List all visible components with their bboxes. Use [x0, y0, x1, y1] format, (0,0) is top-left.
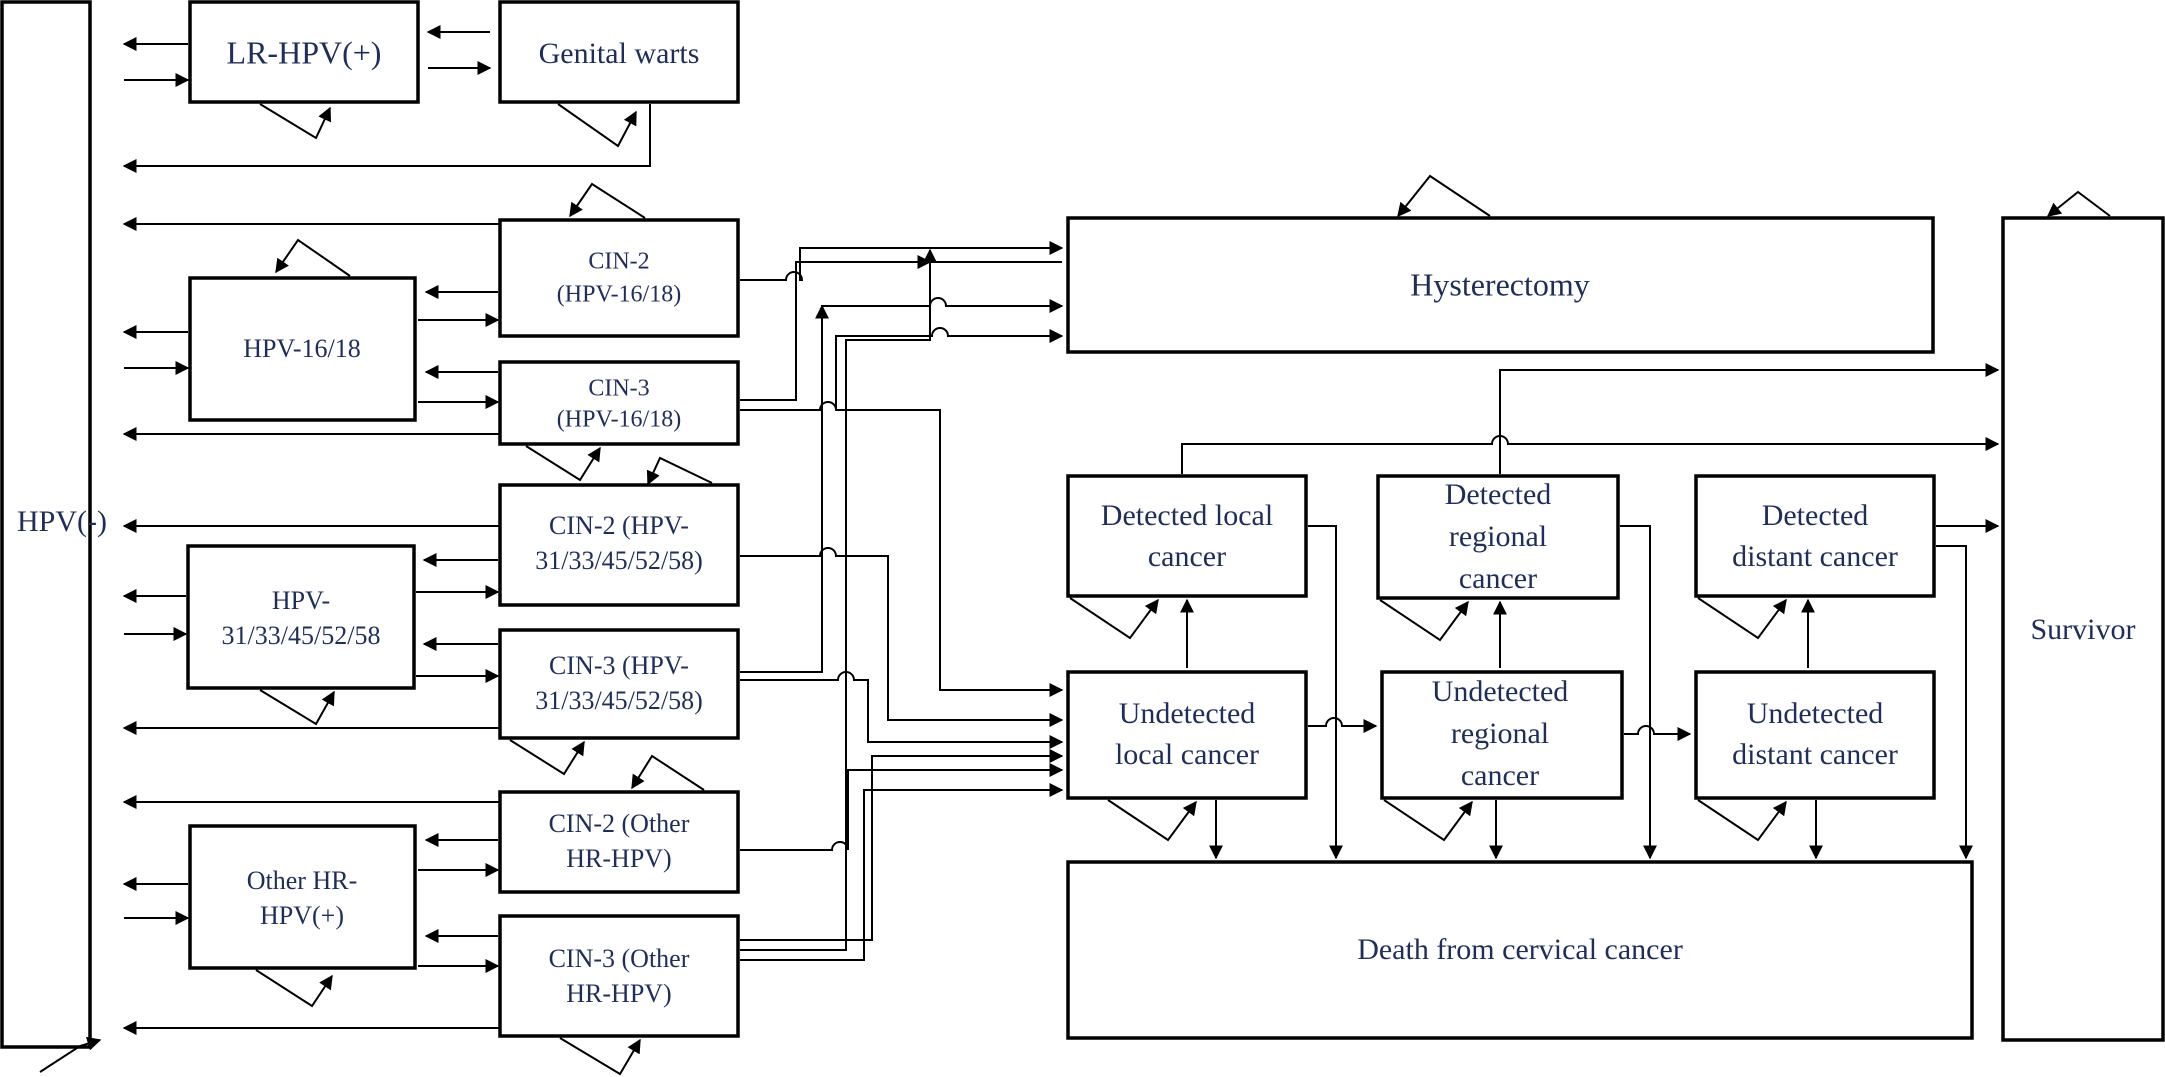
- state-cin2-hpv-16-18: CIN-2 (HPV-16/18): [498, 218, 740, 338]
- state-label-line: regional: [1449, 520, 1547, 553]
- state-label-line: 31/33/45/52/58: [222, 621, 381, 650]
- state-cin2-other-hr: CIN-2 (Other HR-HPV): [498, 790, 740, 894]
- state-label-line: CIN-3 (HPV-: [549, 651, 689, 680]
- state-label-line: local cancer: [1115, 738, 1259, 771]
- state-other-hr-hpv: Other HR- HPV(+): [188, 824, 417, 970]
- state-label-line: CIN-2 (HPV-: [549, 511, 689, 540]
- state-label-line: distant cancer: [1732, 540, 1898, 573]
- state-label-line: (HPV-16/18): [557, 282, 681, 308]
- state-label-line: Other HR-: [247, 866, 357, 895]
- state-cin3-hpv-31: CIN-3 (HPV- 31/33/45/52/58): [498, 628, 740, 740]
- state-undetected-local-cancer: Undetected local cancer: [1066, 670, 1308, 800]
- state-label-line: Detected local: [1101, 499, 1273, 532]
- cin-to-cancer-routing-lines: [740, 241, 1064, 961]
- state-label-line: CIN-3: [588, 376, 649, 402]
- state-hysterectomy: Hysterectomy: [1066, 216, 1935, 354]
- state-label-line: CIN-2 (Other: [549, 809, 690, 838]
- state-label-line: CIN-3 (Other: [549, 944, 690, 973]
- state-label-line: HR-HPV): [566, 844, 671, 873]
- state-label-line: Detected: [1762, 499, 1869, 532]
- state-cin3-other-hr: CIN-3 (Other HR-HPV): [498, 914, 740, 1038]
- state-hpv-negative: HPV(-): [0, 0, 107, 1049]
- self-loop-arrows: [39, 103, 2111, 1076]
- state-label: HPV(-): [17, 505, 107, 538]
- state-label: Genital warts: [539, 37, 700, 70]
- state-label: LR-HPV(+): [227, 34, 382, 70]
- state-label: HPV-16/18: [243, 334, 361, 363]
- state-label: Hysterectomy: [1410, 266, 1590, 302]
- state-death-cervical-cancer: Death from cervical cancer: [1066, 860, 1974, 1040]
- state-label-line: Undetected: [1747, 697, 1884, 730]
- state-label-line: Undetected: [1119, 697, 1256, 730]
- hpv-transition-arrows: [122, 25, 651, 1035]
- state-label-line: cancer: [1148, 540, 1226, 573]
- state-genital-warts: Genital warts: [498, 0, 740, 104]
- state-label-line: cancer: [1459, 562, 1537, 595]
- state-cin3-hpv-16-18: CIN-3 (HPV-16/18): [498, 360, 740, 446]
- state-undetected-distant-cancer: Undetected distant cancer: [1694, 670, 1936, 800]
- state-label-line: 31/33/45/52/58): [535, 686, 703, 715]
- state-label-line: regional: [1451, 717, 1549, 750]
- state-label-line: Undetected: [1432, 675, 1569, 708]
- state-label-line: 31/33/45/52/58): [535, 546, 703, 575]
- state-label-line: CIN-2: [588, 249, 649, 275]
- state-detected-distant-cancer: Detected distant cancer: [1694, 474, 1936, 598]
- state-undetected-regional-cancer: Undetected regional cancer: [1380, 670, 1624, 800]
- state-label: Survivor: [2031, 613, 2136, 646]
- cancer-progression-arrows: [1180, 363, 2000, 860]
- state-label-line: HPV(+): [260, 901, 344, 930]
- state-label-line: Detected: [1445, 478, 1552, 511]
- state-detected-local-cancer: Detected local cancer: [1066, 474, 1308, 598]
- state-label-line: cancer: [1461, 759, 1539, 792]
- state-lr-hpv: LR-HPV(+): [188, 0, 420, 104]
- state-label: Death from cervical cancer: [1357, 933, 1683, 966]
- state-label-line: (HPV-16/18): [557, 407, 681, 433]
- state-hpv-31-33-45-52-58: HPV- 31/33/45/52/58: [186, 544, 416, 690]
- state-survivor: Survivor: [2001, 216, 2165, 1042]
- state-label-line: distant cancer: [1732, 738, 1898, 771]
- state-label-line: HPV-: [272, 586, 330, 615]
- state-hpv-16-18: HPV-16/18: [188, 276, 417, 422]
- state-detected-regional-cancer: Detected regional cancer: [1376, 474, 1620, 600]
- state-cin2-hpv-31: CIN-2 (HPV- 31/33/45/52/58): [498, 483, 740, 607]
- state-label-line: HR-HPV): [566, 979, 671, 1008]
